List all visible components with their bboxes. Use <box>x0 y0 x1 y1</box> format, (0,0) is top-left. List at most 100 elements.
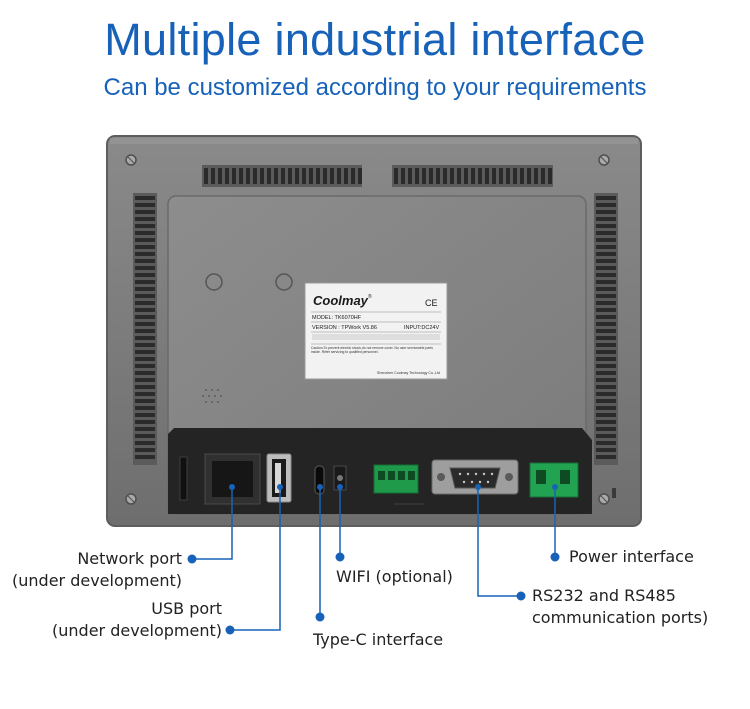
vent-slot <box>260 168 264 184</box>
vent-slot <box>485 168 489 184</box>
vent-slot <box>401 168 405 184</box>
vent-slot <box>548 168 552 184</box>
vent-slot <box>218 168 222 184</box>
vent-slot <box>135 294 155 298</box>
vent-slot <box>135 378 155 382</box>
top-vent-left <box>202 165 362 187</box>
screw-icon <box>125 154 610 505</box>
vent-slot <box>135 441 155 445</box>
side-vent-right <box>594 193 618 465</box>
page-subtitle: Can be customized according to your requ… <box>103 74 647 101</box>
vent-slot <box>596 301 616 305</box>
power-terminal <box>529 462 579 498</box>
vent-slot <box>596 217 616 221</box>
vent-slot <box>596 364 616 368</box>
vent-slot <box>135 448 155 452</box>
vent-slot <box>135 343 155 347</box>
vent-slot <box>596 357 616 361</box>
vent-slot <box>596 343 616 347</box>
vent-slot <box>135 196 155 200</box>
terminal-block-4pin <box>373 464 419 494</box>
network-port-title: Network port <box>77 549 182 568</box>
vent-slot <box>408 168 412 184</box>
vent-slot <box>295 168 299 184</box>
vent-slot <box>596 224 616 228</box>
vent-slot <box>596 315 616 319</box>
vent-slot <box>135 224 155 228</box>
vent-slot <box>596 294 616 298</box>
vent-slot <box>596 322 616 326</box>
vent-slot <box>394 168 398 184</box>
vent-slot <box>232 168 236 184</box>
vent-slot <box>135 357 155 361</box>
vent-slot <box>239 168 243 184</box>
vent-slot <box>358 168 362 184</box>
vent-slot <box>450 168 454 184</box>
vent-slot <box>541 168 545 184</box>
vent-slot <box>211 168 215 184</box>
vent-slot <box>253 168 257 184</box>
label-brand: Coolmay <box>313 293 369 308</box>
usb-port-title: USB port <box>151 599 222 618</box>
type-c-label: Type-C interface <box>313 630 444 649</box>
vent-slot <box>596 371 616 375</box>
vent-slot <box>135 273 155 277</box>
panel-mark <box>612 488 616 498</box>
vent-slot <box>596 427 616 431</box>
vent-slot <box>596 378 616 382</box>
vent-slot <box>415 168 419 184</box>
mount-hole <box>205 273 223 291</box>
rs232-note: communication ports) <box>532 608 709 627</box>
label-model: MODEL: TK6070HF <box>312 315 362 321</box>
vent-slot <box>274 168 278 184</box>
vent-slot <box>337 168 341 184</box>
network-port-label: Network port (under development) <box>12 548 182 592</box>
vent-slot <box>492 168 496 184</box>
wifi-antenna-jack <box>333 465 347 491</box>
vent-slot <box>596 455 616 459</box>
vent-slot <box>135 287 155 291</box>
sd-slot <box>179 456 188 501</box>
usb-port-note: (under development) <box>52 621 222 640</box>
label-brand-mark: ® <box>368 293 372 300</box>
vent-slot <box>267 168 271 184</box>
vent-slot <box>135 364 155 368</box>
usb-port <box>266 453 292 503</box>
vent-slot <box>135 420 155 424</box>
vent-slot <box>135 217 155 221</box>
vent-slot <box>135 371 155 375</box>
vent-slot <box>596 252 616 256</box>
vent-slot <box>135 434 155 438</box>
top-vent-right <box>392 165 553 187</box>
rs232-label: RS232 and RS485 communication ports) <box>532 585 708 629</box>
vent-slot <box>596 336 616 340</box>
vent-slot <box>135 385 155 389</box>
vent-slot <box>302 168 306 184</box>
vent-slot <box>225 168 229 184</box>
vent-slot <box>351 168 355 184</box>
vent-slot <box>309 168 313 184</box>
vent-slot <box>135 301 155 305</box>
vent-slot <box>471 168 475 184</box>
vent-slot <box>135 413 155 417</box>
vent-slot <box>596 196 616 200</box>
vent-slot <box>344 168 348 184</box>
vent-slot <box>135 455 155 459</box>
vent-slot <box>596 406 616 410</box>
vent-slot <box>596 259 616 263</box>
vent-slot <box>436 168 440 184</box>
vent-slot <box>135 315 155 319</box>
vent-slot <box>464 168 468 184</box>
product-label: Coolmay ® CE MODEL: TK6070HF VERSION : T… <box>304 282 448 380</box>
vent-slot <box>596 280 616 284</box>
vent-slot <box>281 168 285 184</box>
vent-slot <box>135 427 155 431</box>
vent-slot <box>135 245 155 249</box>
callout-dots <box>187 484 560 635</box>
vent-slot <box>135 252 155 256</box>
usb-port-label: USB port (under development) <box>52 598 222 642</box>
vent-slot <box>316 168 320 184</box>
vent-slot <box>135 203 155 207</box>
vent-slot <box>527 168 531 184</box>
